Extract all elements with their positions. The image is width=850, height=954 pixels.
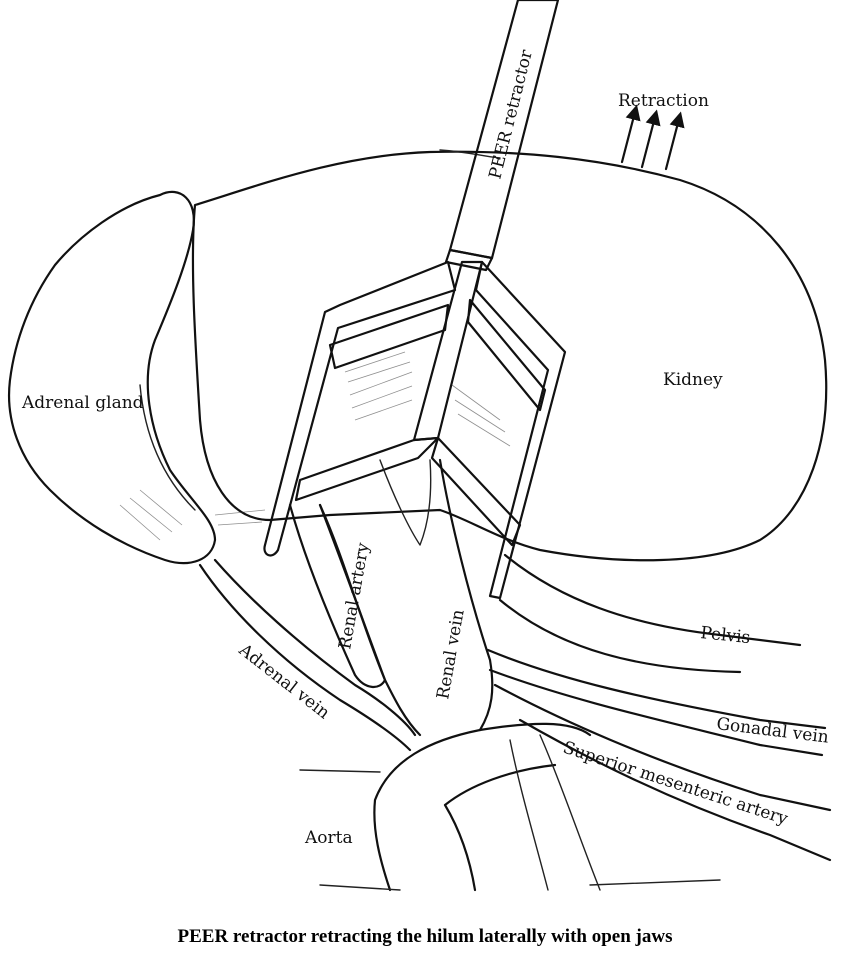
label-adrenal-vein: Adrenal vein	[234, 640, 333, 724]
adrenal-gland-fold	[139, 384, 196, 511]
retractor-right-arm-inner	[466, 298, 547, 412]
retractor-left-arm-inner	[328, 303, 450, 370]
adrenal-vein-outline	[198, 558, 417, 752]
retractor-right-lower	[430, 436, 522, 547]
retractor-collar	[444, 248, 494, 272]
adrenal-gland-outline	[8, 190, 217, 565]
vessel-lower-lines	[509, 734, 601, 891]
label-pelvis: Pelvis	[699, 623, 751, 648]
label-kidney: Kidney	[663, 370, 723, 390]
aorta-outline	[373, 722, 592, 892]
sma-outline	[493, 683, 832, 862]
ground-lines	[299, 769, 721, 891]
retractor-right-jaw	[474, 260, 567, 600]
pelvis-outline	[498, 553, 802, 674]
kidney-outline	[191, 150, 828, 562]
gonadal-vein-outline	[486, 648, 827, 757]
label-renal-vein: Renal vein	[433, 608, 468, 701]
shading-hatch	[119, 351, 511, 541]
renal-vein-outline	[318, 458, 494, 737]
kidney-surface-line	[439, 149, 501, 159]
label-gonadal-vein: Gonadal vein	[715, 714, 829, 748]
label-aorta: Aorta	[304, 828, 353, 848]
retraction-arrows	[620, 104, 685, 171]
retractor-center-blade	[412, 260, 484, 442]
retractor-left-jaw	[263, 260, 457, 557]
figure-caption: PEER retractor retracting the hilum late…	[177, 926, 673, 947]
label-superior-mesenteric-artery: Superior mesenteric artery	[560, 738, 790, 830]
retractor-center-plate	[294, 436, 440, 502]
label-retraction: Retraction	[618, 91, 709, 111]
renal-artery-outline	[288, 503, 387, 688]
renal-vein-fold	[379, 459, 432, 546]
label-adrenal-gland: Adrenal gland	[21, 393, 144, 413]
